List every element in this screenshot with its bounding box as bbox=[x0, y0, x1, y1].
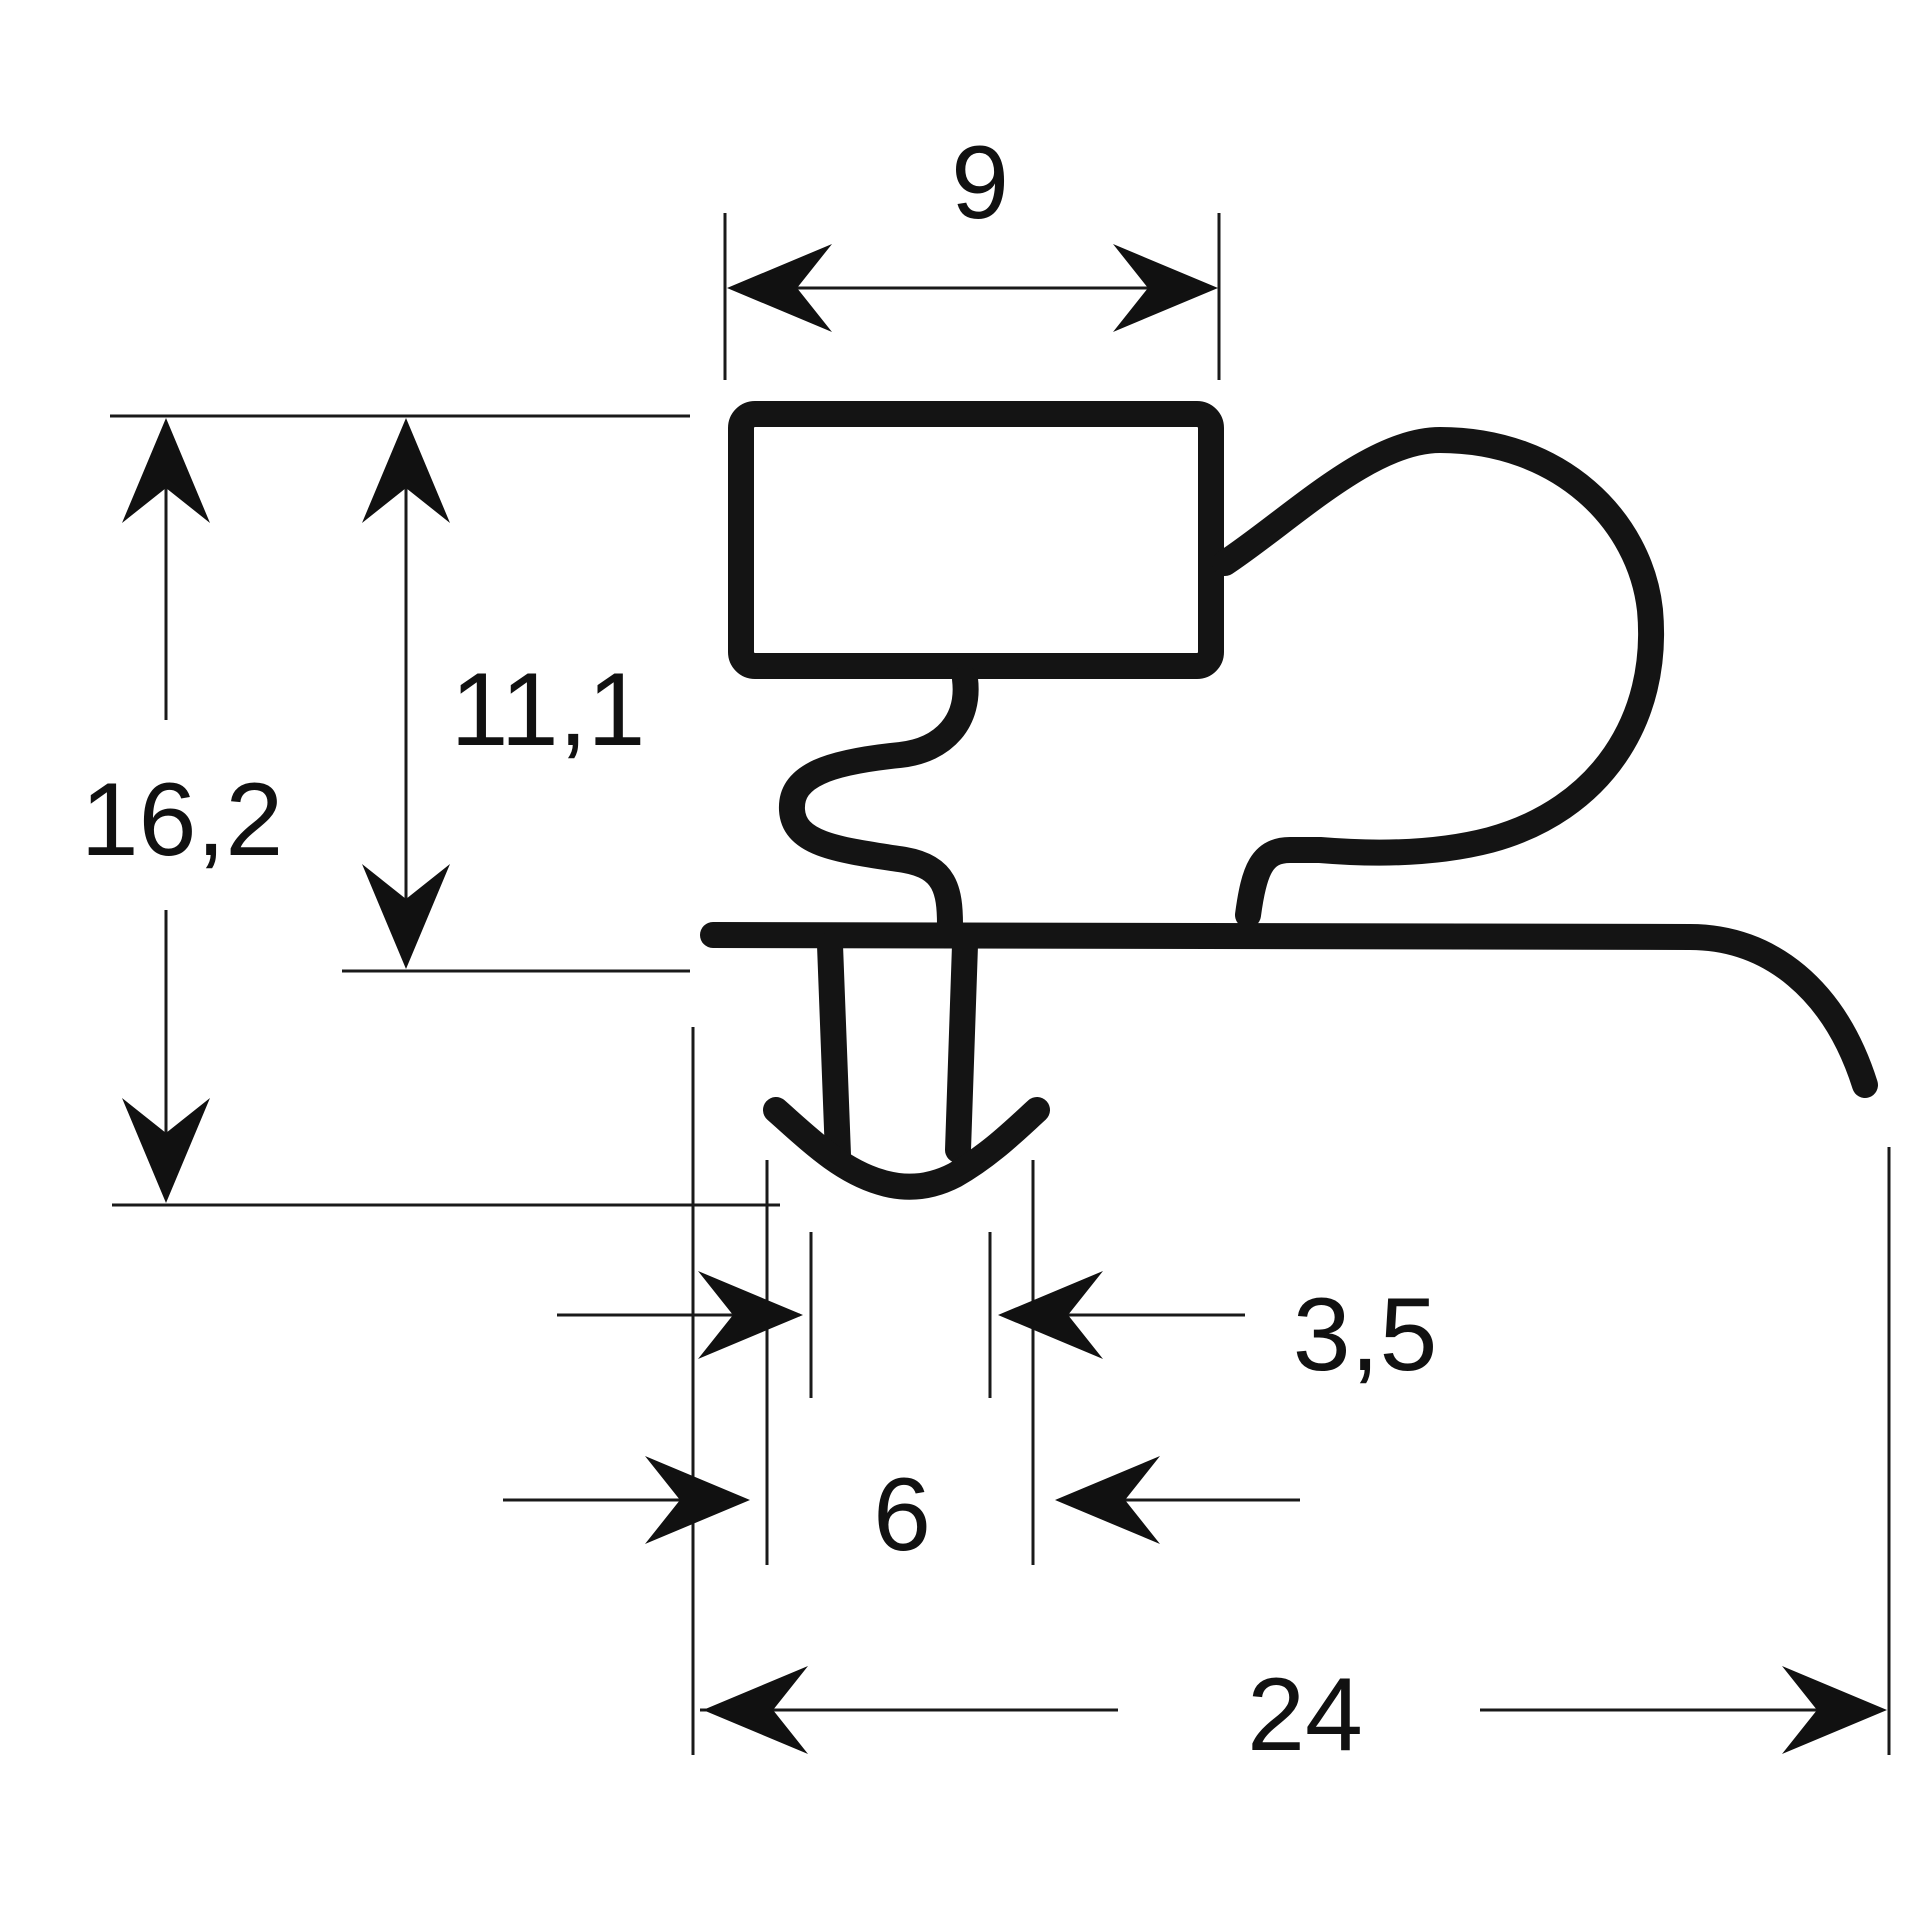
label-stem-width: 6 bbox=[873, 1457, 931, 1573]
profile-wavy-connector bbox=[779, 666, 979, 938]
dimension-inner-height: 11,1 bbox=[362, 418, 645, 969]
profile-bulb bbox=[1212, 427, 1664, 928]
profile-base-plate bbox=[700, 922, 1878, 1098]
dimension-total-height: 16,2 bbox=[81, 418, 283, 1203]
dimension-stem-width: 6 bbox=[503, 1456, 1300, 1573]
extension-lines bbox=[110, 213, 1891, 1755]
profile-anchor-hook bbox=[763, 1097, 1050, 1200]
profile-stem-right bbox=[945, 932, 978, 1163]
gasket-profile bbox=[700, 401, 1878, 1200]
label-inner-height: 11,1 bbox=[451, 652, 646, 768]
label-total-height: 16,2 bbox=[81, 762, 283, 878]
label-top-width: 9 bbox=[951, 125, 1009, 241]
profile-top-chamber bbox=[728, 401, 1224, 679]
dimension-top-width: 9 bbox=[727, 125, 1218, 332]
dimension-foot-width: 3,5 bbox=[557, 1271, 1437, 1393]
label-total-width: 24 bbox=[1247, 1657, 1363, 1773]
profile-stem-left bbox=[817, 932, 851, 1168]
dimension-total-width: 24 bbox=[700, 1657, 1887, 1773]
label-foot-width: 3,5 bbox=[1293, 1277, 1438, 1393]
